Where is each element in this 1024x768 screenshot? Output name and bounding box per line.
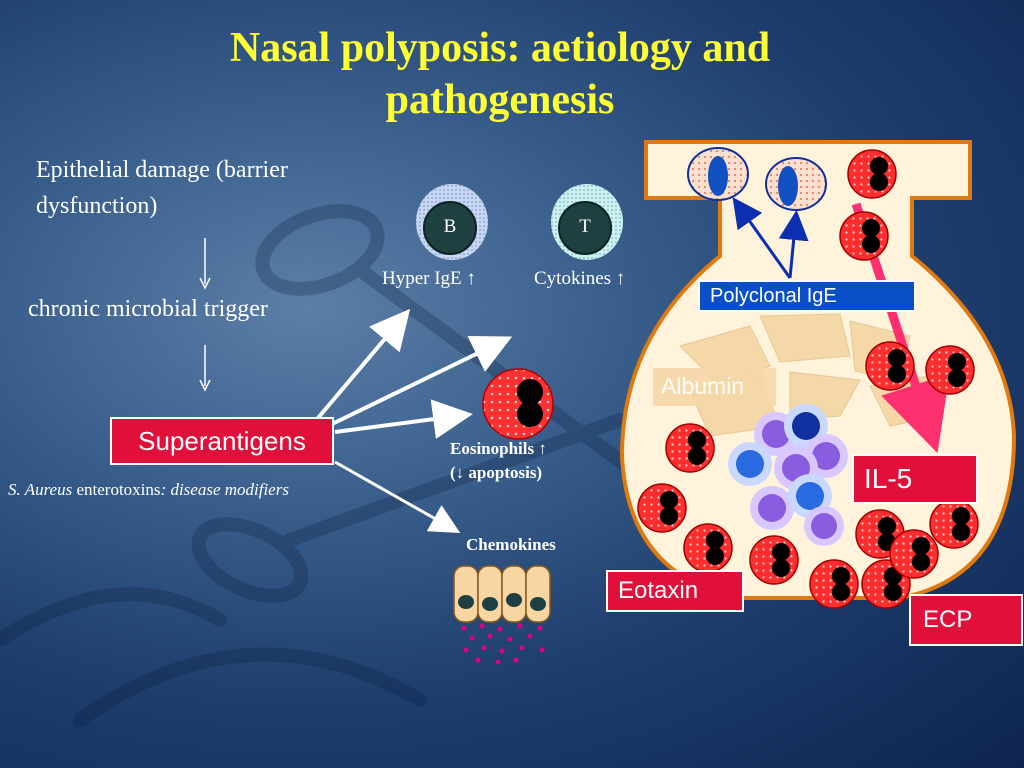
disease-modifiers-text: : disease modifiers <box>160 480 289 499</box>
cytokines-label: Cytokines ↑ <box>534 268 626 289</box>
arrow-to-eosinophil <box>334 399 473 439</box>
t-cell-label: T <box>579 216 591 237</box>
s-aureus-italic: S. Aureus <box>8 480 73 499</box>
arrow-ige-1 <box>732 197 792 279</box>
eotaxin-box: Eotaxin <box>606 570 744 612</box>
polyclonal-ige-box: Polyclonal IgE <box>698 280 916 312</box>
title-line-2: pathogenesis <box>385 77 615 123</box>
apoptosis-label: (↓ apoptosis) <box>450 463 543 482</box>
slide-title: Nasal polyposis: aetiology and pathogene… <box>0 22 1000 126</box>
t-cell-nucleus <box>558 201 612 255</box>
chemokine-dots <box>461 623 545 665</box>
epithelial-damage-text: Epithelial damage (barrier dysfunction) <box>36 152 288 224</box>
b-cell-label: B <box>443 216 457 237</box>
eosinophil-large <box>482 368 554 440</box>
eosinophils-text: Eosinophils ↑ (↓ apoptosis) <box>450 437 547 485</box>
plasma-cells <box>687 147 827 211</box>
ecp-box: ECP <box>909 594 1023 646</box>
b-cell-nucleus <box>423 201 477 255</box>
lymphocyte-cluster <box>728 404 848 546</box>
s-aureus-note: S. Aureus enterotoxins: disease modifier… <box>8 480 289 500</box>
hyper-ige-label: Hyper IgE ↑ <box>382 268 476 289</box>
chemokines-label: Chemokines <box>466 535 556 554</box>
superantigens-box: Superantigens <box>110 417 334 465</box>
epithelial-damage-line-2: dysfunction) <box>36 193 158 219</box>
albumin-label: Albumin <box>653 368 776 406</box>
title-line-1: Nasal polyposis: aetiology and <box>229 25 771 71</box>
epithelial-damage-line-1: Epithelial damage (barrier <box>36 157 288 183</box>
arrow-to-b-cell <box>316 308 411 420</box>
arrow-ige-2 <box>778 210 809 279</box>
epithelial-cells <box>453 565 551 665</box>
eosinophils-label: Eosinophils ↑ <box>450 439 547 458</box>
enterotoxins-text: enterotoxins <box>72 480 161 499</box>
arrow-to-chemokines <box>334 460 461 533</box>
arrow-to-t-cell <box>329 335 513 427</box>
lymphocytes <box>416 184 623 260</box>
chronic-microbial-trigger: chronic microbial trigger <box>28 296 268 322</box>
il5-box: IL-5 <box>852 454 978 504</box>
